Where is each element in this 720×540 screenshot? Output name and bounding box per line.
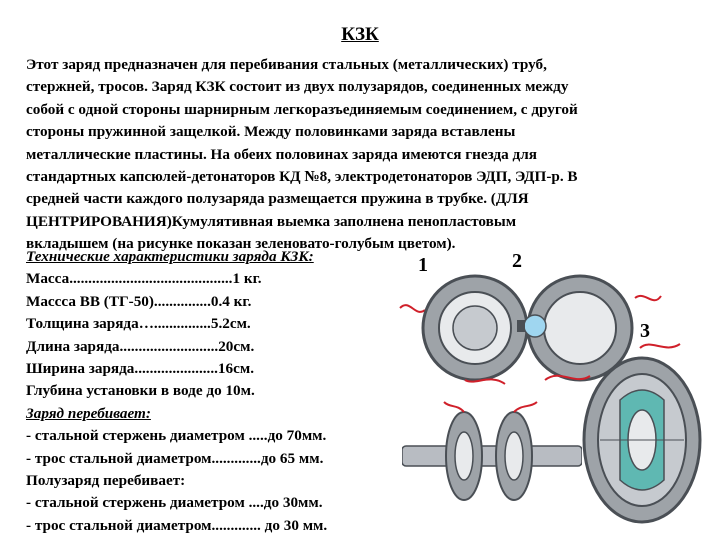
half-charge-rod: - стальной стержень диаметром ....до 30м…	[26, 494, 323, 512]
description-line: собой с одной стороны шарнирным легкораз…	[26, 100, 578, 118]
charge-on-rod-illustration	[402, 401, 582, 501]
detonator-wire	[634, 295, 662, 302]
insert-lens	[523, 314, 547, 338]
open-charge-illustration	[399, 274, 662, 385]
figure-label-1: 1	[418, 254, 428, 276]
description-line: металлические пластины. На обеих половин…	[26, 145, 537, 163]
cuts-rod: - стальной стержень диаметром .....до 70…	[26, 427, 327, 445]
description-line: вкладышем (на рисунке показан зеленовато…	[26, 235, 456, 253]
detonator-wire	[544, 374, 591, 381]
detonator-wire	[399, 304, 426, 313]
figure-label-3: 3	[640, 320, 650, 342]
specifications-block: Технические характеристики заряда КЗК: М…	[26, 246, 406, 537]
description-paragraph: Этот заряд предназначен для перебивания …	[26, 54, 694, 256]
detonator-wire	[464, 378, 506, 385]
hinge-joint	[517, 320, 525, 332]
description-line: Этот заряд предназначен для перебивания …	[26, 56, 547, 73]
spec-depth: Глубина установки в воде до 10м.	[26, 382, 255, 400]
cuts-heading: Заряд перебивает:	[26, 404, 151, 422]
spec-length: Длина заряда..........................20…	[26, 337, 255, 355]
description-line: стержней, тросов. Заряд КЗК состоит из д…	[26, 78, 569, 96]
description-line: средней части каждого полузаряда размеща…	[26, 190, 529, 208]
description-line: ЦЕНТРИРОВАНИЯ)Кумулятивная выемка заполн…	[26, 212, 517, 230]
description-line: стандартных капсюлей-детонаторов КД №8, …	[26, 168, 578, 186]
page-title: КЗК	[341, 24, 379, 45]
specs-heading: Технические характеристики заряда КЗК:	[26, 248, 314, 265]
detonator-wire	[513, 401, 538, 413]
half-charge-cable: - трос стальной диаметром............. д…	[26, 516, 328, 534]
spec-thickness: Толщина заряда…...............5.2см.	[26, 315, 251, 333]
figure-label-2: 2	[512, 250, 522, 272]
spec-mass: Масса...................................…	[26, 270, 262, 288]
spec-width: Ширина заряда......................16см.	[26, 360, 255, 378]
detonator-wire	[443, 401, 465, 413]
steel-rod	[402, 445, 582, 467]
description-line: стороны пружинной защелкой. Между полови…	[26, 123, 516, 141]
cuts-cable: - трос стальной диаметром.............до…	[26, 449, 324, 467]
detonator-wire	[639, 343, 681, 349]
cutaway-illustration	[582, 343, 702, 524]
spec-explosive-mass: Массса ВВ (ТГ-50)...............0.4 кг.	[26, 292, 252, 310]
half-charge-heading: Полузаряд перебивает:	[26, 472, 186, 490]
